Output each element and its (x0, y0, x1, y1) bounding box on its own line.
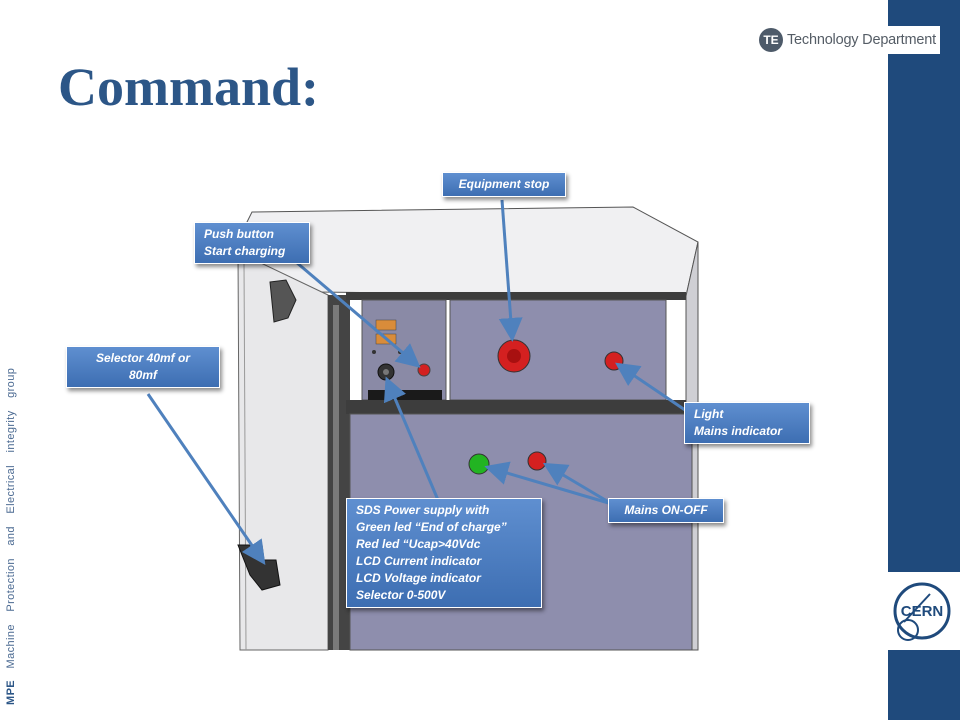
callout-line: Equipment stop (458, 177, 550, 191)
equipment-cabinet-drawing (146, 199, 699, 651)
light-arrow (615, 362, 689, 414)
callout-line: Push button (204, 227, 274, 241)
te-logo-mark: TE (759, 28, 783, 52)
light-callout: Light Mains indicator (684, 402, 810, 444)
callout-line: 80mf (128, 368, 157, 382)
callout-line: Start charging (204, 244, 286, 258)
mains-onoff-callout: Mains ON-OFF (608, 498, 724, 523)
mains-on-arrow (484, 461, 613, 506)
push-button-callout: Push button Start charging (194, 222, 310, 264)
callout-line: LCD Current indicator (356, 554, 482, 568)
te-technology-department-logo: TE Technology Department (756, 26, 940, 54)
sds-power-supply-panel (361, 299, 447, 401)
selector-arrow (146, 393, 266, 565)
equipment-stop-arrow (498, 199, 523, 342)
start-charging-button (417, 363, 431, 377)
mains-on-button (468, 453, 490, 475)
callout-line: Mains indicator (694, 424, 783, 438)
te-logo-text: Technology Department (787, 32, 936, 48)
mains-off-button (527, 451, 547, 471)
sds-power-supply-callout: SDS Power supply with Green led “End of … (346, 498, 542, 608)
sds-arrow (383, 376, 440, 501)
callout-line: Green led “End of charge” (356, 520, 507, 534)
mains-off-arrow (542, 462, 613, 506)
callout-line: Red led “Ucap>40Vdc (356, 537, 481, 551)
push-button-arrow (295, 260, 421, 368)
selector-callout: Selector 40mf or 80mf (66, 346, 220, 388)
callout-line: Mains ON-OFF (624, 503, 708, 517)
cern-logo-text: CERN (901, 603, 944, 620)
callout-line: SDS Power supply with (356, 503, 490, 517)
callout-line: Light (694, 407, 724, 421)
callout-line: Selector 40mf or (95, 351, 191, 365)
upper-control-panel (449, 299, 667, 401)
callout-line: LCD Voltage indicator (356, 571, 481, 585)
callout-line: Selector 0-500V (356, 588, 446, 602)
cern-logo: CERN (888, 572, 960, 650)
equipment-stop-callout: Equipment stop (442, 172, 566, 197)
cabinet-handle (269, 279, 297, 323)
slide-title: Command: (58, 57, 320, 117)
